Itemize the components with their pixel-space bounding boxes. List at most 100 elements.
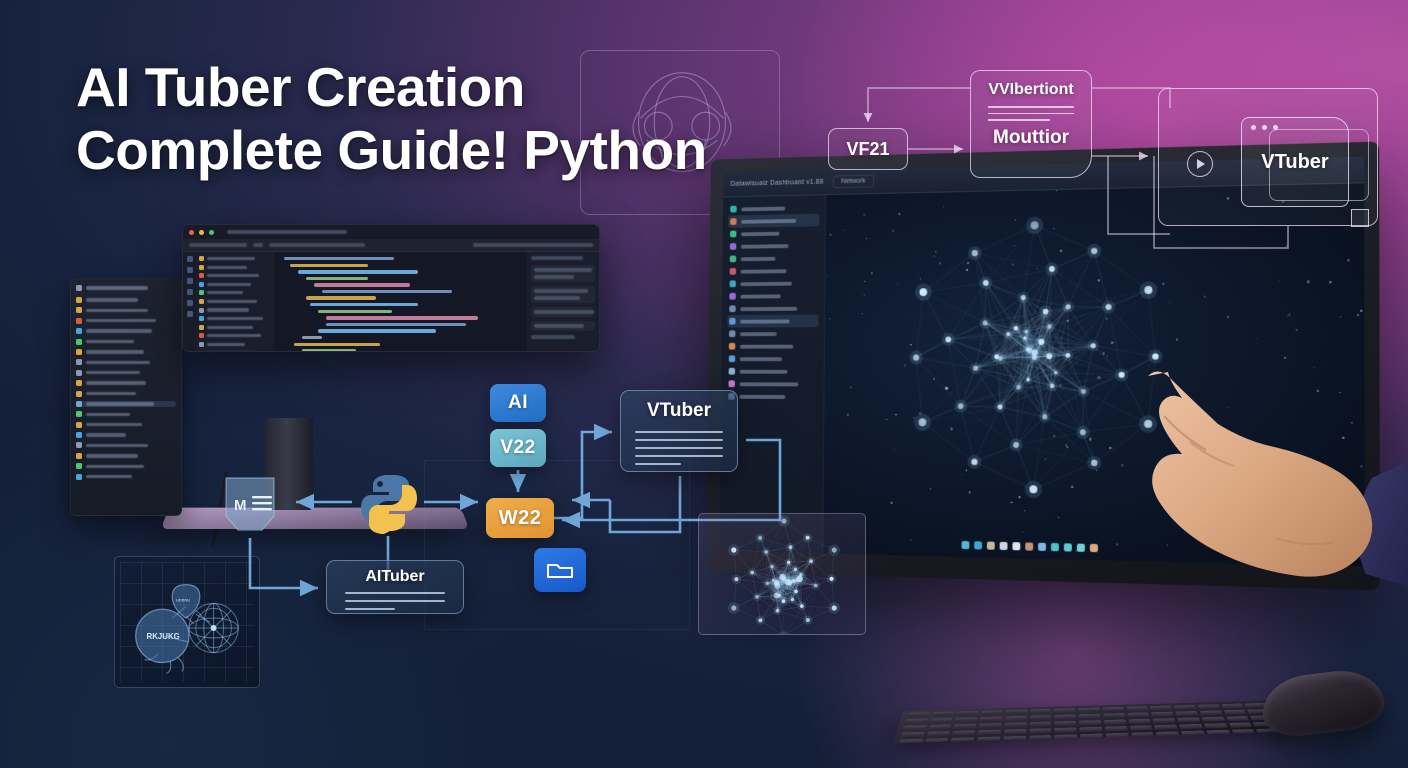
keyboard-key[interactable]: [906, 712, 930, 718]
keyboard-key[interactable]: [1221, 703, 1244, 709]
keyboard-key[interactable]: [979, 716, 1003, 722]
dock-icon[interactable]: [1076, 543, 1085, 552]
file-list-panel[interactable]: [70, 278, 182, 516]
activity-icon[interactable]: [186, 267, 193, 273]
keyboard-key[interactable]: [1029, 708, 1052, 714]
keyboard-key[interactable]: [1177, 717, 1201, 723]
keyboard-key[interactable]: [931, 711, 955, 717]
monitor-screen[interactable]: Datawisuaiz Dashboard v1.88 Network: [719, 156, 1365, 567]
list-item[interactable]: [76, 452, 176, 459]
editor-code-area[interactable]: [274, 252, 527, 351]
tree-row[interactable]: [199, 333, 271, 339]
keyboard-key[interactable]: [1029, 728, 1052, 734]
list-item[interactable]: [76, 348, 176, 355]
activity-icon[interactable]: [186, 278, 193, 284]
list-item[interactable]: [76, 359, 176, 366]
keyboard-key[interactable]: [1004, 715, 1027, 721]
keyboard-key[interactable]: [1199, 710, 1223, 716]
keyboard-key[interactable]: [928, 724, 952, 730]
list-item[interactable]: [76, 297, 176, 303]
keyboard-key[interactable]: [1179, 723, 1203, 729]
tree-row[interactable]: [199, 316, 271, 322]
keyboard-key[interactable]: [1054, 727, 1077, 733]
keyboard-key[interactable]: [1126, 706, 1148, 711]
keyboard-key[interactable]: [978, 729, 1001, 735]
dock-icon[interactable]: [999, 541, 1008, 551]
keyboard-key[interactable]: [1104, 726, 1128, 732]
keyboard-key[interactable]: [1079, 726, 1103, 732]
keyboard-key[interactable]: [1201, 716, 1225, 722]
list-item[interactable]: [76, 328, 176, 335]
keyboard-key[interactable]: [980, 710, 1003, 715]
list-item[interactable]: [76, 338, 176, 345]
tree-row[interactable]: [199, 256, 271, 261]
list-item[interactable]: [76, 369, 176, 376]
keyboard-key[interactable]: [1079, 720, 1102, 726]
monitor-sidebar-item[interactable]: [728, 289, 819, 302]
list-item[interactable]: [76, 411, 176, 418]
monitor-sidebar-item[interactable]: [727, 352, 818, 365]
tree-row[interactable]: [199, 350, 271, 351]
monitor-sidebar-item[interactable]: [727, 340, 818, 353]
list-item[interactable]: [76, 307, 176, 314]
badge-ai[interactable]: AI: [490, 384, 546, 422]
code-editor-window[interactable]: [182, 224, 600, 352]
dock-icon[interactable]: [1025, 542, 1034, 551]
traffic-light[interactable]: [199, 229, 204, 235]
editor-activity-bar[interactable]: [183, 252, 196, 351]
card-vtuber[interactable]: VTuber: [620, 390, 738, 472]
keyboard-key[interactable]: [1102, 706, 1124, 712]
dock-icon[interactable]: [974, 541, 983, 550]
keyboard-key[interactable]: [1103, 719, 1127, 725]
keyboard-key[interactable]: [1054, 714, 1076, 720]
keyboard-key[interactable]: [1078, 713, 1101, 719]
list-item[interactable]: [76, 400, 176, 407]
keyboard-key[interactable]: [902, 725, 927, 731]
keyboard-key[interactable]: [930, 717, 953, 723]
flow-node-monitor[interactable]: VVIbertiont Mouttior: [970, 70, 1092, 178]
keyboard-key[interactable]: [1054, 720, 1077, 726]
dock-icon[interactable]: [1063, 543, 1072, 552]
keyboard-key[interactable]: [1054, 708, 1076, 713]
monitor-sidebar-item[interactable]: [727, 327, 818, 340]
keyboard-key[interactable]: [955, 717, 978, 723]
keyboard-key[interactable]: [1223, 709, 1247, 715]
monitor-sidebar-item[interactable]: [727, 302, 818, 315]
keyboard-key[interactable]: [1228, 722, 1253, 728]
folder-icon[interactable]: [534, 548, 586, 592]
keyboard-key[interactable]: [1102, 713, 1126, 718]
keyboard-key[interactable]: [926, 731, 951, 737]
activity-icon[interactable]: [186, 289, 193, 295]
dock-icon[interactable]: [986, 541, 995, 550]
keyboard-key[interactable]: [1175, 711, 1199, 716]
keyboard-key[interactable]: [1128, 718, 1151, 724]
keyboard-key[interactable]: [1078, 707, 1100, 713]
badge-v22[interactable]: V22: [490, 429, 546, 467]
play-icon[interactable]: [1187, 151, 1213, 177]
keyboard-key[interactable]: [1005, 709, 1028, 715]
keyboard-key[interactable]: [1149, 705, 1172, 711]
keyboard-key[interactable]: [1004, 722, 1027, 728]
keyboard-key[interactable]: [1129, 725, 1153, 731]
keyboard-key[interactable]: [900, 731, 925, 738]
tree-row[interactable]: [199, 298, 271, 304]
flow-node-vf21[interactable]: VF21: [828, 128, 908, 170]
keyboard-key[interactable]: [1151, 711, 1174, 717]
tree-row[interactable]: [199, 290, 271, 296]
monitor-sidebar-item[interactable]: [727, 314, 819, 328]
list-item[interactable]: [76, 380, 176, 387]
tree-row[interactable]: [199, 281, 271, 287]
dock-icon[interactable]: [1089, 543, 1098, 553]
card-aituber[interactable]: AITuber: [326, 560, 464, 614]
keyboard-key[interactable]: [1197, 704, 1220, 709]
list-item[interactable]: [76, 442, 176, 449]
monitor-sidebar-item[interactable]: [728, 251, 819, 265]
list-item[interactable]: [76, 421, 176, 428]
keyboard-key[interactable]: [952, 730, 976, 736]
keyboard-key[interactable]: [1029, 715, 1052, 721]
keyboard-key[interactable]: [1203, 723, 1228, 729]
keyboard-key[interactable]: [1173, 704, 1196, 710]
keyboard-key[interactable]: [956, 710, 979, 716]
list-item[interactable]: [76, 463, 176, 470]
activity-icon[interactable]: [186, 300, 193, 306]
